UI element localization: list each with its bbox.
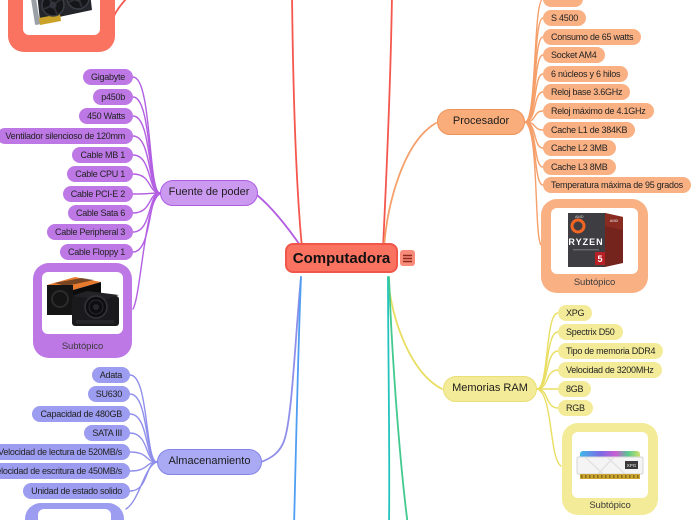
branch-child-node[interactable]: Unidad de estado solido [23, 483, 130, 499]
branch-child-node[interactable]: 450 Watts [79, 108, 133, 124]
svg-text:RYZEN: RYZEN [568, 237, 603, 247]
branch-child-node[interactable]: Velocidad de lectura de 520MB/s [0, 444, 130, 460]
power-supply-image [42, 272, 123, 334]
svg-text:XPG: XPG [627, 463, 637, 468]
branch-child-node[interactable]: Consumo de 65 watts [543, 29, 642, 45]
branch-child-node[interactable]: SU630 [87, 386, 130, 402]
hamburger-menu-icon[interactable] [400, 250, 415, 266]
branch-child-node[interactable]: Velocidad de escritura de 450MB/s [0, 463, 130, 479]
branch-child-node[interactable]: Cable MB 1 [72, 147, 133, 163]
branch-child-node[interactable]: Socket AM4 [543, 47, 605, 63]
branch-child-node[interactable]: Adata [91, 367, 130, 383]
svg-text:5: 5 [597, 254, 602, 264]
branch-child-node[interactable]: S 4500 [543, 10, 587, 26]
branch-child-node[interactable]: Cache L2 3MB [543, 140, 616, 156]
branch-child-node[interactable]: 8GB [558, 381, 592, 397]
branch-child-node[interactable]: Cable PCI-E 2 [62, 186, 133, 202]
subtopic-card-fuente-de-poder[interactable]: Subtópico [33, 263, 132, 358]
branch-child-node[interactable]: Reloj base 3.6GHz [543, 84, 631, 100]
ram-module-image: XPG [572, 432, 648, 498]
branch-child-node[interactable]: Cable CPU 1 [67, 166, 133, 182]
branch-child-node[interactable]: Capacidad de 480GB [32, 406, 130, 422]
branch-label-procesador[interactable]: Procesador [437, 109, 525, 135]
branch-child-node[interactable]: Tipo de memoria DDR4 [558, 343, 664, 359]
processor-box-image: AMD RYZEN 5 AMD [551, 208, 638, 274]
branch-child-node[interactable]: Cable Peripheral 3 [46, 224, 133, 240]
branch-child-node[interactable]: SATA III [84, 425, 130, 441]
subtopic-card-graphics-card[interactable] [8, 0, 115, 52]
branch-child-node[interactable]: Cable Floppy 1 [59, 244, 133, 260]
branch-child-node[interactable]: XPG [558, 305, 593, 321]
branch-child-node[interactable]: Gigabyte [82, 69, 133, 85]
branch-child-node[interactable]: RGB [558, 400, 593, 416]
svg-text:AMD: AMD [575, 215, 584, 219]
branch-label-memorias-ram[interactable]: Memorias RAM [443, 376, 537, 402]
branch-label-fuente-de-poder[interactable]: Fuente de poder [160, 180, 258, 206]
subtopic-card-almacenamiento[interactable] [25, 503, 124, 520]
branch-child-node[interactable]: Cable Sata 6 [67, 205, 133, 221]
branch-child-node[interactable]: Spectrix D50 [558, 324, 623, 340]
svg-text:AMD: AMD [610, 219, 619, 223]
ssd-image [38, 509, 111, 520]
branch-child-node[interactable]: 6 núcleos y 6 hilos [543, 66, 629, 82]
subtopic-label: Subtópico [61, 341, 104, 352]
branch-child-partial[interactable] [543, 0, 583, 7]
branch-child-node[interactable]: Cache L3 8MB [543, 159, 616, 175]
branch-child-node[interactable]: p450b [93, 89, 133, 105]
graphics-card-image [23, 0, 100, 35]
subtopic-label: Subtópico [573, 277, 616, 288]
subtopic-card-memorias-ram[interactable]: XPG Subtópico [562, 423, 658, 515]
branch-child-node[interactable]: Velocidad de 3200MHz [558, 362, 662, 378]
branch-child-node[interactable]: Cache L1 de 384KB [543, 122, 636, 138]
subtopic-label: Subtópico [589, 500, 631, 511]
root-node[interactable]: Computadora [285, 243, 398, 273]
branch-child-node[interactable]: Reloj máximo de 4.1GHz [543, 103, 654, 119]
branch-child-node[interactable]: Ventilador silencioso de 120mm [0, 128, 133, 144]
subtopic-card-procesador[interactable]: AMD RYZEN 5 AMD Subtópico [541, 199, 648, 293]
branch-child-node[interactable]: Temperatura máxima de 95 grados [543, 177, 691, 193]
branch-label-almacenamiento[interactable]: Almacenamiento [157, 449, 262, 475]
